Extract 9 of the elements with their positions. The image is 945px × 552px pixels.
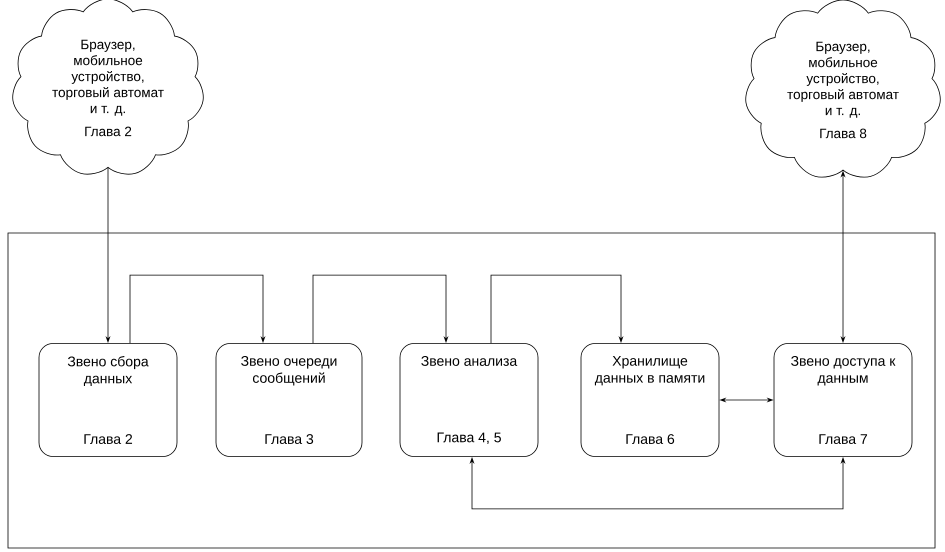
process-box: Звено очереди сообщений Глава 3 — [216, 343, 362, 457]
process-box: Звено сбора данных Глава 2 — [38, 343, 178, 457]
arrow — [490, 274, 624, 344]
arrow — [312, 274, 449, 344]
process-box: Хранилище данных в памяти Глава 6 — [580, 343, 720, 457]
process-box: Звено анализа Глава 4, 5 — [400, 343, 538, 457]
frame-box — [8, 232, 936, 548]
process-box: Звено доступа к данным Глава 7 — [774, 343, 912, 457]
arrow — [130, 274, 266, 344]
